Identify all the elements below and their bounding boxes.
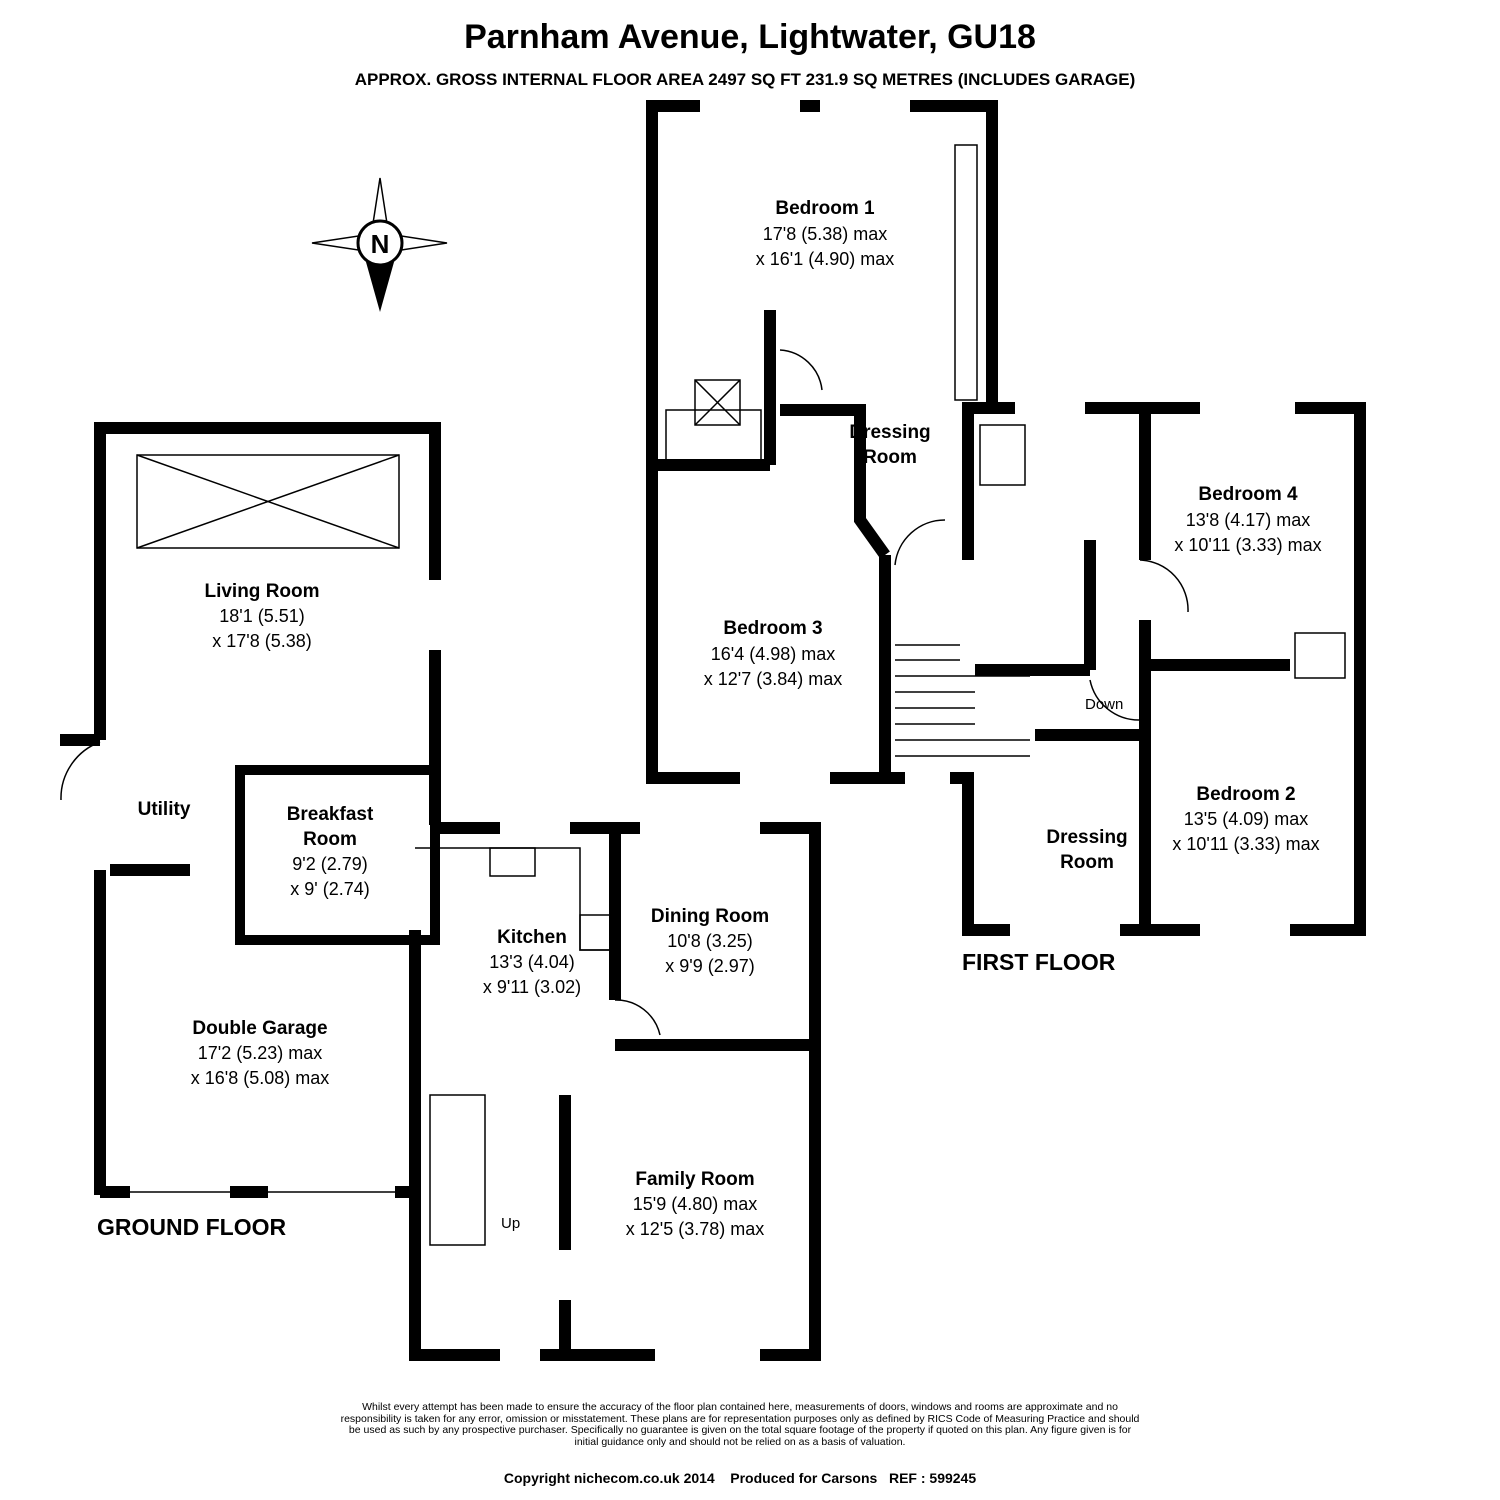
floor-area-subtitle: APPROX. GROSS INTERNAL FLOOR AREA 2497 S… xyxy=(354,70,1136,89)
dressing-room-1-label-2: Room xyxy=(863,447,917,468)
plan-title: Parnham Avenue, Lightwater, GU18 xyxy=(464,18,1036,56)
breakfast-room-label-1: Breakfast xyxy=(287,804,374,825)
living-room-label: Living Room xyxy=(204,581,319,602)
kitchen-label: Kitchen xyxy=(497,927,567,948)
family-room-label: Family Room xyxy=(635,1169,754,1190)
stairs-up-label: Up xyxy=(501,1215,520,1232)
dining-room-dim1: 10'8 (3.25) xyxy=(667,931,753,951)
bedroom-1-dim2: x 16'1 (4.90) max xyxy=(756,249,895,269)
double-garage-label: Double Garage xyxy=(192,1018,327,1039)
kitchen-dim2: x 9'11 (3.02) xyxy=(483,977,581,997)
first-floor-label: FIRST FLOOR xyxy=(962,949,1116,975)
dressing-room-2-label-1: Dressing xyxy=(1046,827,1127,848)
double-garage-dim1: 17'2 (5.23) max xyxy=(198,1043,323,1063)
bedroom-1-dim1: 17'8 (5.38) max xyxy=(763,224,888,244)
stairs xyxy=(895,644,1030,757)
dressing-room-2-label-2: Room xyxy=(1060,852,1114,873)
breakfast-room-dim2: x 9' (2.74) xyxy=(290,879,369,899)
living-room-dim2: x 17'8 (5.38) xyxy=(212,631,312,651)
copyright: Copyright nichecom.co.uk 2014 Produced f… xyxy=(503,1470,977,1486)
dressing-room-1-label-1: Dressing xyxy=(849,422,930,443)
breakfast-room-dim1: 9'2 (2.79) xyxy=(292,854,367,874)
family-room-dim1: 15'9 (4.80) max xyxy=(633,1194,758,1214)
bedroom-3-dim1: 16'4 (4.98) max xyxy=(711,644,836,664)
bedroom-4-dim1: 13'8 (4.17) max xyxy=(1186,510,1311,530)
bedroom-2-dim2: x 10'11 (3.33) max xyxy=(1172,834,1319,854)
utility-label: Utility xyxy=(138,799,191,820)
disclaimer: Whilst every attempt has been made to en… xyxy=(340,1401,1140,1448)
ground-floor-label: GROUND FLOOR xyxy=(97,1214,286,1240)
family-room-dim2: x 12'5 (3.78) max xyxy=(626,1219,765,1239)
compass-icon: N xyxy=(311,177,448,312)
ground-floor-walls xyxy=(60,422,821,1361)
bedroom-3-label: Bedroom 3 xyxy=(723,618,822,639)
living-room-dim1: 18'1 (5.51) xyxy=(219,606,305,626)
bedroom-3-dim2: x 12'7 (3.84) max xyxy=(704,669,843,689)
first-floor-walls xyxy=(646,100,1366,936)
bedroom-4-dim2: x 10'11 (3.33) max xyxy=(1174,535,1321,555)
dining-room-label: Dining Room xyxy=(651,906,769,927)
bedroom-4-label: Bedroom 4 xyxy=(1198,484,1298,505)
dining-room-dim2: x 9'9 (2.97) xyxy=(665,956,754,976)
bedroom-2-dim1: 13'5 (4.09) max xyxy=(1184,809,1309,829)
bedroom-1-label: Bedroom 1 xyxy=(775,198,875,219)
stairs-down-label: Down xyxy=(1085,696,1123,713)
compass-north-label: N xyxy=(371,229,390,259)
kitchen-dim1: 13'3 (4.04) xyxy=(489,952,575,972)
double-garage-dim2: x 16'8 (5.08) max xyxy=(191,1068,330,1088)
bedroom-2-label: Bedroom 2 xyxy=(1196,784,1295,805)
breakfast-room-label-2: Room xyxy=(303,829,357,850)
